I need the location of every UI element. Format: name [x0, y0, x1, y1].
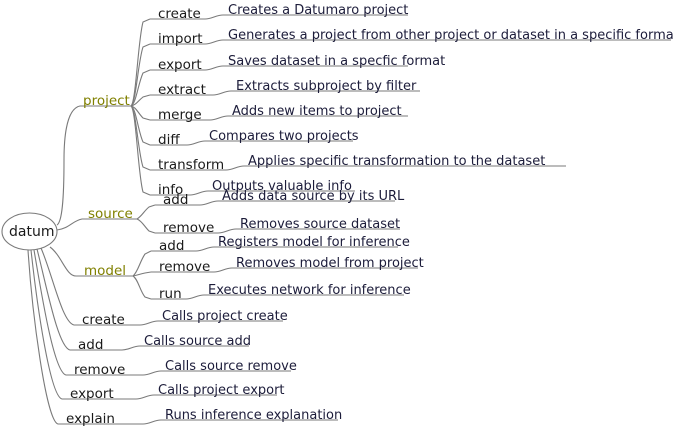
node-project-export[interactable]: export — [158, 57, 202, 73]
edge-project-import — [130, 43, 151, 107]
desc-project-import: Generates a project from other project o… — [228, 28, 674, 43]
edge-project-merge — [130, 105, 151, 121]
desc-direct-create: Calls project create — [162, 309, 288, 324]
desc-project-info: Outputs valuable info — [212, 179, 352, 194]
underline-desc-project-transform — [225, 165, 566, 171]
node-direct-explain[interactable]: explain — [66, 411, 115, 427]
desc-model-remove: Removes model from project — [236, 256, 424, 271]
underline-desc-model-remove — [213, 267, 418, 273]
desc-source-add: Adds data source by its URL — [222, 189, 405, 204]
node-model-run[interactable]: run — [159, 286, 182, 302]
desc-project-diff: Compares two projects — [209, 129, 359, 144]
edge-root-to-project — [56, 105, 131, 226]
underline-desc-direct-create — [139, 320, 283, 326]
node-source-add[interactable]: add — [163, 192, 189, 208]
node-direct-add[interactable]: add — [78, 337, 104, 353]
underline-desc-project-extract — [212, 90, 420, 96]
root-ellipse — [1, 212, 58, 251]
underline-desc-direct-explain — [142, 419, 338, 425]
node-direct-remove[interactable]: remove — [74, 362, 126, 378]
edge-source-add — [136, 204, 156, 220]
edge-root-to-remove — [33, 249, 128, 376]
desc-project-transform: Applies specific transformation to the d… — [248, 154, 546, 169]
desc-direct-export: Calls project export — [158, 383, 285, 398]
node-project-extract[interactable]: extract — [158, 82, 206, 98]
desc-model-add: Registers model for inference — [218, 235, 410, 250]
edge-model-remove — [132, 271, 152, 277]
underline-desc-source-remove — [217, 228, 400, 234]
node-project-create[interactable]: create — [158, 6, 201, 22]
node-direct-create[interactable]: create — [82, 312, 125, 328]
underline-desc-project-export — [204, 65, 408, 71]
node-project-info[interactable]: info — [158, 182, 184, 198]
desc-model-run: Executes network for inference — [208, 283, 411, 298]
underline-desc-direct-add — [121, 345, 249, 351]
desc-project-create: Creates a Datumaro project — [228, 3, 409, 18]
desc-direct-explain: Runs inference explanation — [165, 408, 343, 423]
group-label-source[interactable]: source — [88, 206, 133, 222]
edge-project-info — [130, 105, 151, 196]
node-project-transform[interactable]: transform — [158, 157, 225, 173]
underline-desc-project-info — [189, 190, 355, 196]
node-source-remove[interactable]: remove — [163, 220, 215, 236]
root-node-datum[interactable]: datum — [9, 224, 55, 240]
node-direct-export[interactable]: export — [70, 386, 114, 402]
underline-desc-project-merge — [209, 115, 408, 121]
desc-direct-remove: Calls source remove — [165, 359, 297, 374]
node-model-add[interactable]: add — [159, 238, 185, 254]
edge-project-extract — [130, 94, 151, 107]
edge-project-export — [130, 69, 151, 107]
desc-project-extract: Extracts subproject by filter — [236, 79, 417, 94]
edge-model-run — [132, 275, 152, 300]
underline-desc-project-import — [204, 39, 671, 45]
desc-project-merge: Adds new items to project — [232, 104, 402, 119]
desc-direct-add: Calls source add — [144, 334, 251, 349]
desc-source-remove: Removes source dataset — [240, 217, 401, 232]
edge-root-to-add — [36, 248, 122, 351]
edge-root-to-create — [40, 247, 129, 326]
underline-desc-model-add — [195, 246, 398, 252]
underline-desc-direct-remove — [142, 370, 291, 376]
desc-project-export: Saves dataset in a specfic format — [228, 54, 446, 69]
node-project-import[interactable]: import — [158, 31, 203, 47]
node-project-merge[interactable]: merge — [158, 107, 202, 123]
node-project-diff[interactable]: diff — [158, 132, 180, 148]
group-label-project[interactable]: project — [83, 93, 130, 109]
group-label-model[interactable]: model — [84, 263, 127, 279]
underline-desc-source-add — [199, 200, 395, 206]
underline-desc-project-create — [204, 14, 408, 20]
edge-project-create — [130, 18, 151, 107]
underline-desc-project-diff — [186, 140, 353, 146]
edge-root-to-export — [30, 249, 124, 400]
edge-source-remove — [136, 218, 156, 234]
edge-model-add — [132, 250, 152, 277]
edge-root-to-model — [49, 246, 133, 277]
underline-desc-direct-export — [135, 394, 277, 400]
underline-desc-model-run — [185, 294, 404, 300]
edge-root-to-explain — [27, 249, 135, 425]
node-model-remove[interactable]: remove — [159, 259, 211, 275]
edge-root-to-source — [56, 218, 137, 231]
